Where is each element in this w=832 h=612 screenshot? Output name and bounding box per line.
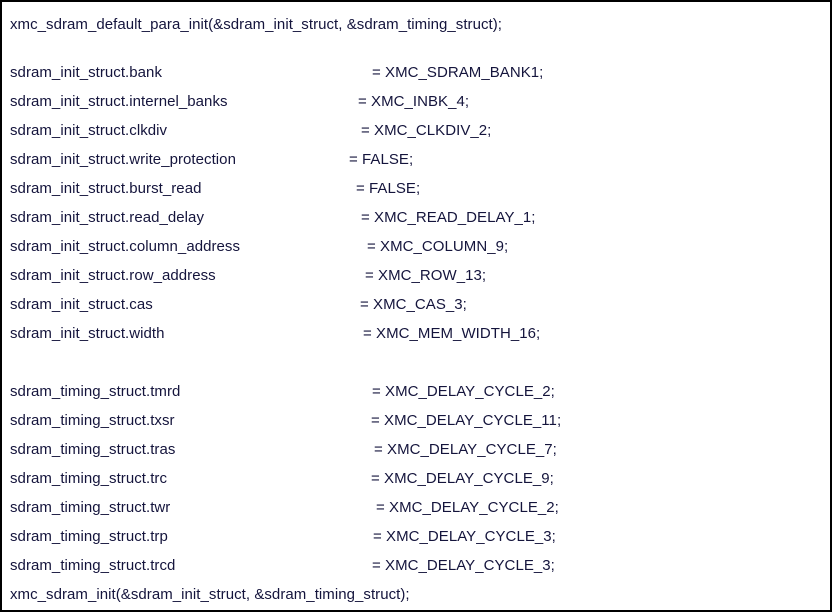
code-assignment-value: = XMC_CLKDIV_2; xyxy=(361,122,492,139)
code-assignment-target: sdram_init_struct.cas xyxy=(10,296,153,313)
code-assignment-line: sdram_init_struct.column_address = XMC_CO… xyxy=(2,233,830,262)
code-assignment-target: sdram_init_struct.bank xyxy=(10,64,163,81)
code-assignment-value: = XMC_DELAY_CYCLE_9; xyxy=(371,470,554,487)
code-statement-line: xmc_sdram_default_para_init(&sdram_init_… xyxy=(2,11,830,40)
code-assignment-line: sdram_init_struct.internel_banks = XMC_IN… xyxy=(2,88,830,117)
code-assignment-target: sdram_init_struct.row_address xyxy=(10,267,216,284)
code-assignment-target: sdram_timing_struct.trp xyxy=(10,528,168,545)
code-assignment-target: sdram_init_struct.write_protection xyxy=(10,151,236,168)
code-assignment-line: sdram_init_struct.bank = XMC_SDRAM_BANK1; xyxy=(2,59,830,88)
code-assignment-line: sdram_timing_struct.trc = XMC_DELAY_CYCLE… xyxy=(2,465,830,494)
code-assignment-target: sdram_init_struct.column_address xyxy=(10,238,241,255)
code-assignment-value: = XMC_DELAY_CYCLE_7; xyxy=(374,441,557,458)
code-assignment-value: = XMC_READ_DELAY_1; xyxy=(361,209,536,226)
code-assignment-line: sdram_init_struct.write_protection = FALS… xyxy=(2,146,830,175)
code-assignment-target: sdram_timing_struct.tras xyxy=(10,441,176,458)
code-assignment-line: sdram_timing_struct.tmrd = XMC_DELAY_CYCL… xyxy=(2,378,830,407)
code-assignment-target: sdram_init_struct.clkdiv xyxy=(10,122,168,139)
code-assignment-line: sdram_timing_struct.twr = XMC_DELAY_CYCLE… xyxy=(2,494,830,523)
code-blank-line xyxy=(2,349,830,378)
code-assignment-line: sdram_init_struct.row_address = XMC_ROW_1… xyxy=(2,262,830,291)
code-assignment-value: = XMC_DELAY_CYCLE_3; xyxy=(373,528,556,545)
code-assignment-value: = XMC_DELAY_CYCLE_11; xyxy=(371,412,562,429)
code-assignment-line: sdram_init_struct.width = XMC_MEM_WIDTH_1… xyxy=(2,320,830,349)
code-assignment-line: sdram_timing_struct.trcd = XMC_DELAY_CYCL… xyxy=(2,552,830,581)
code-assignment-target: sdram_init_struct.width xyxy=(10,325,165,342)
code-assignment-value: = XMC_DELAY_CYCLE_2; xyxy=(376,499,559,516)
code-assignment-line: sdram_timing_struct.trp = XMC_DELAY_CYCLE… xyxy=(2,523,830,552)
code-statement-text: xmc_sdram_init(&sdram_init_struct, &sdra… xyxy=(10,586,410,603)
code-assignment-line: sdram_init_struct.cas = XMC_CAS_3; xyxy=(2,291,830,320)
code-assignment-target: sdram_init_struct.burst_read xyxy=(10,180,202,197)
code-assignment-value: = XMC_ROW_13; xyxy=(365,267,487,284)
code-assignment-value: = FALSE; xyxy=(349,151,414,168)
code-assignment-value: = XMC_SDRAM_BANK1; xyxy=(372,64,544,81)
code-assignment-target: sdram_init_struct.internel_banks xyxy=(10,93,228,110)
code-assignment-line: sdram_init_struct.burst_read = FALSE; xyxy=(2,175,830,204)
code-assignment-target: sdram_init_struct.read_delay xyxy=(10,209,204,226)
code-statement-text: xmc_sdram_default_para_init(&sdram_init_… xyxy=(10,16,503,33)
code-assignment-line: sdram_init_struct.clkdiv = XMC_CLKDIV_2; xyxy=(2,117,830,146)
code-assignment-value: = XMC_COLUMN_9; xyxy=(367,238,509,255)
code-assignment-line: sdram_timing_struct.txsr = XMC_DELAY_CYCL… xyxy=(2,407,830,436)
code-assignment-target: sdram_timing_struct.twr xyxy=(10,499,171,516)
code-assignment-target: sdram_timing_struct.txsr xyxy=(10,412,175,429)
code-statement-line: xmc_sdram_init(&sdram_init_struct, &sdra… xyxy=(2,581,830,610)
code-assignment-value: = FALSE; xyxy=(356,180,421,197)
code-assignment-value: = XMC_DELAY_CYCLE_2; xyxy=(372,383,555,400)
code-assignment-value: = XMC_CAS_3; xyxy=(360,296,467,313)
code-assignment-line: sdram_timing_struct.tras = XMC_DELAY_CYCL… xyxy=(2,436,830,465)
code-assignment-value: = XMC_DELAY_CYCLE_3; xyxy=(372,557,555,574)
code-assignment-target: sdram_timing_struct.trc xyxy=(10,470,168,487)
code-assignment-value: = XMC_MEM_WIDTH_16; xyxy=(363,325,541,342)
code-assignment-target: sdram_timing_struct.trcd xyxy=(10,557,176,574)
code-assignment-line: sdram_init_struct.read_delay = XMC_READ_D… xyxy=(2,204,830,233)
code-assignment-target: sdram_timing_struct.tmrd xyxy=(10,383,181,400)
code-assignment-value: = XMC_INBK_4; xyxy=(358,93,470,110)
